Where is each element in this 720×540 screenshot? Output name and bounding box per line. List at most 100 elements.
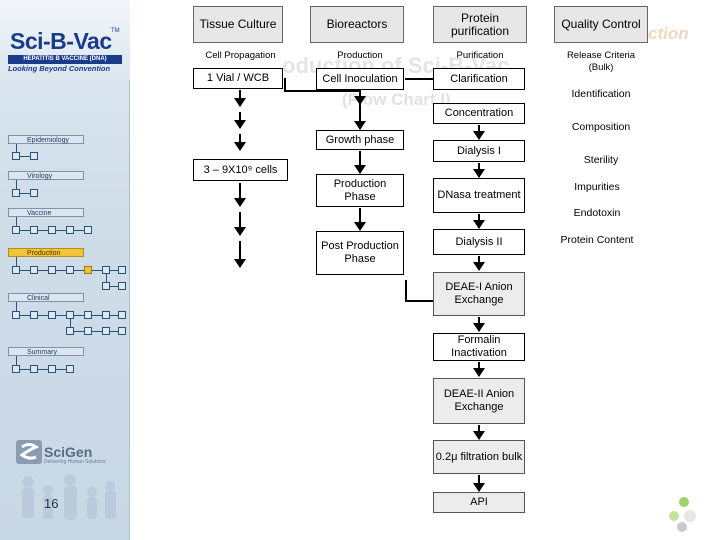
nav-slide-marker[interactable] (102, 282, 110, 290)
nav-slide-marker[interactable] (118, 266, 126, 274)
nav-connector (16, 180, 17, 189)
step-filtration-bulk: 0.2μ filtration bulk (433, 440, 525, 474)
step-api: API (433, 492, 525, 513)
nav-slide-marker[interactable] (84, 327, 92, 335)
nav-connector (74, 315, 84, 316)
flow-arrow (473, 214, 485, 229)
nav-slide-marker[interactable] (30, 266, 38, 274)
nav-slide-marker[interactable] (12, 226, 20, 234)
step-formalin-inactivation: Formalin Inactivation (433, 333, 525, 361)
nav-connector (20, 230, 30, 231)
nav-summary[interactable]: Summary (8, 347, 84, 356)
flow-arrow (234, 183, 246, 207)
step-production-phase: Production Phase (316, 174, 404, 207)
nav-slide-marker[interactable] (12, 311, 20, 319)
nav-slide-marker[interactable] (48, 226, 56, 234)
nav-production[interactable]: Production (8, 248, 84, 257)
step-deae-1-anion-exchange: DEAE-I Anion Exchange (433, 272, 525, 316)
nav-slide-marker[interactable] (66, 311, 74, 319)
current-slide-marker[interactable] (84, 266, 92, 274)
nav-slide-marker[interactable] (102, 327, 110, 335)
trademark-mark: TM (111, 28, 120, 34)
molecule-decoration-icon (669, 497, 696, 532)
nav-connector (110, 315, 118, 316)
step-dialysis-2: Dialysis II (433, 229, 525, 255)
flow-arrow (473, 425, 485, 440)
nav-slide-marker[interactable] (30, 311, 38, 319)
flow-arrow (234, 134, 246, 151)
nav-slide-marker[interactable] (66, 327, 74, 335)
nav-slide-marker[interactable] (66, 226, 74, 234)
background-corner-watermark: ction (648, 24, 689, 43)
connector-line (405, 280, 407, 302)
nav-connector (16, 144, 17, 152)
page-number: 16 (44, 496, 59, 511)
flow-arrow (473, 475, 485, 492)
step-deae-2-anion-exchange: DEAE-II Anion Exchange (433, 378, 525, 424)
nav-connector (56, 369, 66, 370)
nav-connector (20, 193, 30, 194)
nav-slide-marker[interactable] (12, 266, 20, 274)
nav-connector (92, 331, 102, 332)
scigen-logo-icon (16, 440, 42, 464)
nav-virology[interactable]: Virology (8, 171, 84, 180)
nav-clinical[interactable]: Clinical (8, 293, 84, 302)
nav-connector (38, 369, 48, 370)
nav-connector (70, 319, 71, 327)
family-silhouette-icon (22, 474, 116, 520)
nav-connector (20, 270, 30, 271)
nav-connector (74, 331, 84, 332)
qc-composition: Composition (571, 121, 631, 133)
flow-arrow (354, 151, 366, 174)
nav-connector (92, 315, 102, 316)
qc-impurities: Impurities (574, 181, 620, 193)
nav-vaccine[interactable]: Vaccine (8, 208, 84, 217)
step-post-production-phase: Post Production Phase (316, 231, 404, 275)
nav-slide-marker[interactable] (30, 226, 38, 234)
nav-slide-marker[interactable] (66, 266, 74, 274)
nav-slide-marker[interactable] (84, 226, 92, 234)
nav-slide-marker[interactable] (48, 311, 56, 319)
subheader-purification: Purification (456, 50, 504, 61)
subheader-production: Production (337, 50, 383, 61)
nav-slide-marker[interactable] (102, 311, 110, 319)
subheader-cell-propagation: Cell Propagation (205, 50, 276, 61)
background-subtitle-watermark: (Flow Chart I) (342, 90, 451, 109)
header-bioreactors: Bioreactors (310, 6, 404, 43)
step-cell-count: 3 – 9X10⁹ cells (193, 159, 288, 181)
header-tissue-culture: Tissue Culture (193, 6, 283, 43)
step-growth-phase: Growth phase (316, 130, 404, 150)
nav-slide-marker[interactable] (12, 365, 20, 373)
nav-connector (16, 257, 17, 266)
nav-slide-marker[interactable] (118, 327, 126, 335)
nav-slide-marker[interactable] (66, 365, 74, 373)
nav-connector (92, 270, 102, 271)
step-clarification: Clarification (433, 68, 525, 90)
nav-slide-marker[interactable] (30, 365, 38, 373)
nav-connector (106, 274, 107, 282)
nav-slide-marker[interactable] (48, 266, 56, 274)
connector-line (405, 78, 433, 80)
logo-tagline: Looking Beyond Convention (8, 64, 111, 73)
nav-slide-marker[interactable] (12, 152, 20, 160)
nav-slide-marker[interactable] (30, 152, 38, 160)
nav-slide-marker[interactable] (102, 266, 110, 274)
flow-arrow (473, 256, 485, 271)
nav-slide-marker[interactable] (118, 311, 126, 319)
qc-protein-content: Protein Content (560, 234, 634, 246)
nav-connector (16, 356, 17, 365)
nav-epidemiology[interactable]: Epidemiology (8, 135, 84, 144)
connector-line (284, 78, 286, 92)
step-dnase-treatment: DNasa treatment (433, 178, 525, 213)
nav-connector (38, 230, 48, 231)
nav-slide-marker[interactable] (30, 189, 38, 197)
nav-connector (56, 230, 66, 231)
nav-connector (56, 315, 66, 316)
nav-slide-marker[interactable] (48, 365, 56, 373)
flow-arrow (234, 90, 246, 107)
flow-arrow (354, 91, 366, 130)
nav-slide-marker[interactable] (118, 282, 126, 290)
flow-arrow (234, 241, 246, 268)
nav-slide-marker[interactable] (12, 189, 20, 197)
nav-slide-marker[interactable] (84, 311, 92, 319)
